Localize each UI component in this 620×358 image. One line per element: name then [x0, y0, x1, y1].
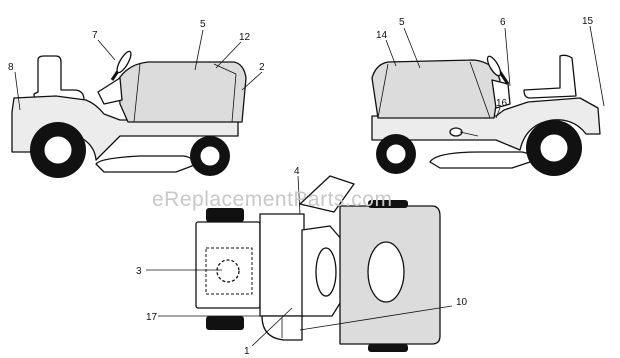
callout-17: 17: [146, 312, 158, 323]
callout-2: 2: [259, 62, 265, 73]
callout-8: 8: [8, 62, 14, 73]
callout-5-right: 5: [399, 17, 405, 28]
callout-10: 10: [456, 297, 468, 308]
callout-12: 12: [239, 32, 251, 43]
left-side-view: [11, 50, 247, 178]
callout-16: 16: [496, 98, 508, 109]
callout-5-left: 5: [200, 19, 206, 30]
watermark: eReplacementParts.com: [152, 188, 392, 211]
callout-14: 14: [376, 30, 388, 41]
leader-lines: [14, 25, 605, 347]
callout-15: 15: [582, 16, 594, 27]
right-side-view: [371, 54, 601, 176]
callout-numbers: 8 7 5 12 2 14 5 6 16 15 4 3 17 10 1: [8, 16, 594, 357]
callout-3: 3: [136, 266, 142, 277]
callout-6: 6: [500, 17, 506, 28]
callout-4: 4: [294, 166, 300, 177]
top-view: [195, 175, 441, 352]
callout-1: 1: [244, 346, 250, 357]
callout-7: 7: [92, 30, 98, 41]
